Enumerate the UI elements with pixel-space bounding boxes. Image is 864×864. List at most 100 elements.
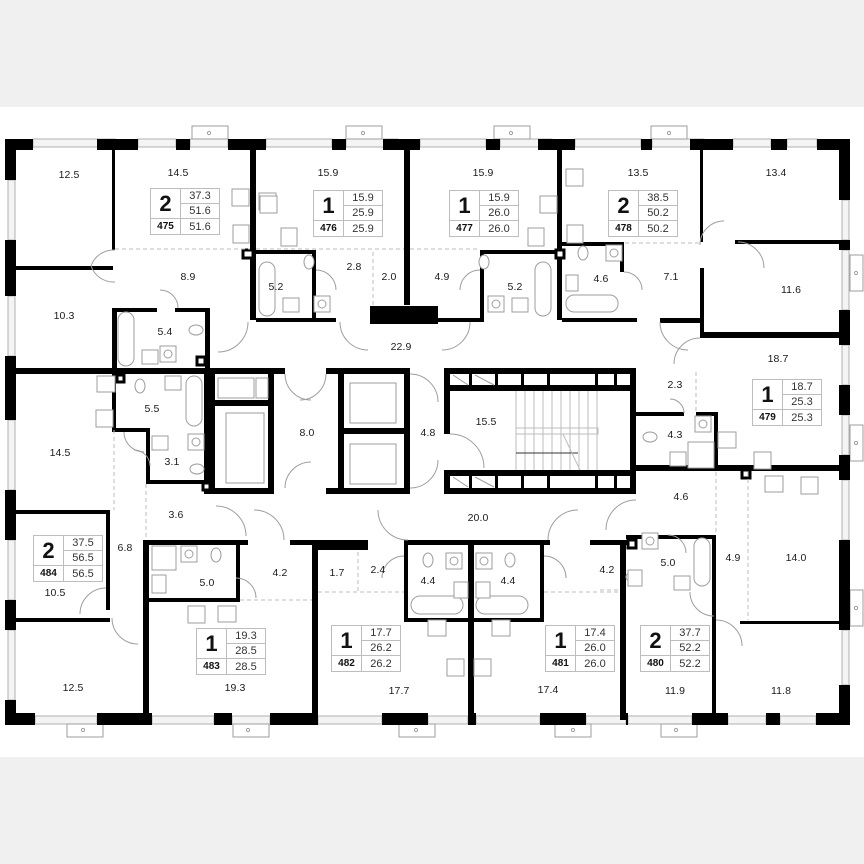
room-area-label: 4.4 [420, 575, 436, 587]
apartment-badge-482[interactable]: 1 17.7 26.2 482 26.2 [331, 625, 401, 672]
apartment-badge-477[interactable]: 1 15.9 26.0 477 26.0 [449, 190, 519, 237]
room-area-label: 2.8 [346, 261, 362, 273]
room-area-label: 13.4 [765, 167, 787, 179]
apartment-badge-484[interactable]: 2 37.5 56.5 484 56.5 [33, 535, 103, 582]
apartment-badge-476[interactable]: 1 15.9 25.9 476 25.9 [313, 190, 383, 237]
room-area-label: 15.9 [317, 167, 339, 179]
room-area-label: 11.9 [664, 685, 686, 697]
price-area: 28.5 [235, 660, 257, 673]
room-area-label: 3.1 [164, 456, 180, 468]
price-area: 56.5 [72, 567, 94, 580]
door-swings [79, 220, 765, 647]
room-area-label: 11.6 [780, 284, 802, 296]
total-area: 28.5 [227, 644, 265, 659]
room-area-label: 4.6 [673, 491, 689, 503]
room-area-label: 1.7 [329, 567, 345, 579]
room-area-label: 4.2 [272, 567, 288, 579]
room-count: 2 [151, 189, 181, 219]
living-area: 37.5 [64, 536, 102, 551]
apartment-badge-481[interactable]: 1 17.4 26.0 481 26.0 [545, 625, 615, 672]
room-area-label: 10.5 [44, 587, 66, 599]
room-area-label: 4.9 [434, 271, 450, 283]
apartment-number: 477 [450, 221, 480, 236]
price-area: 26.0 [584, 657, 606, 670]
apartment-badge-475[interactable]: 2 37.3 51.6 475 51.6 [150, 188, 220, 235]
room-area-label: 5.2 [507, 281, 523, 293]
apartment-badge-479[interactable]: 1 18.7 25.3 479 25.3 [752, 379, 822, 426]
room-area-label: 4.9 [725, 552, 741, 564]
room-count: 1 [332, 626, 362, 656]
apartment-number: 478 [609, 221, 639, 236]
total-area: 50.2 [639, 206, 677, 221]
room-count: 1 [197, 629, 227, 659]
room-count: 1 [450, 191, 480, 221]
room-count: 2 [609, 191, 639, 221]
total-area: 51.6 [181, 204, 219, 219]
apartment-number: 483 [197, 659, 227, 674]
apartment-badge-483[interactable]: 1 19.3 28.5 483 28.5 [196, 628, 266, 675]
room-area-label: 20.0 [467, 512, 489, 524]
room-area-label: 4.2 [599, 564, 615, 576]
room-area-label: 14.0 [785, 552, 807, 564]
apartment-number: 476 [314, 221, 344, 236]
room-count: 1 [753, 380, 783, 410]
living-area: 19.3 [227, 629, 265, 644]
room-area-label: 3.6 [168, 509, 184, 521]
room-area-label: 8.9 [180, 271, 196, 283]
exterior-walls [5, 139, 850, 725]
total-area: 26.2 [362, 641, 400, 656]
price-area: 26.0 [488, 222, 510, 235]
apartment-number: 479 [753, 410, 783, 425]
room-area-label: 14.5 [49, 447, 71, 459]
living-area: 37.3 [181, 189, 219, 204]
apartment-number: 482 [332, 656, 362, 671]
living-area: 15.9 [480, 191, 518, 206]
room-area-label: 5.0 [199, 577, 215, 589]
lifts [217, 377, 397, 485]
apartment-number: 480 [641, 656, 671, 671]
room-area-label: 13.5 [627, 167, 649, 179]
room-area-label: 5.0 [660, 557, 676, 569]
room-area-label: 6.8 [117, 542, 133, 554]
room-area-label: 12.5 [58, 169, 80, 181]
interior-walls [15, 150, 840, 720]
room-area-label: 10.3 [53, 310, 75, 322]
apartment-badge-480[interactable]: 2 37.7 52.2 480 52.2 [640, 625, 710, 672]
room-area-label: 17.7 [388, 685, 410, 697]
living-area: 17.7 [362, 626, 400, 641]
total-area: 25.3 [783, 395, 821, 410]
apartment-number: 484 [34, 566, 64, 581]
total-area: 56.5 [64, 551, 102, 566]
zone-dividers [113, 242, 749, 620]
room-area-label: 2.4 [370, 564, 386, 576]
columns [115, 248, 752, 550]
room-count: 1 [314, 191, 344, 221]
total-area: 52.2 [671, 641, 709, 656]
room-area-label: 5.4 [157, 326, 173, 338]
total-area: 25.9 [344, 206, 382, 221]
room-area-label: 4.8 [420, 427, 436, 439]
room-area-label: 15.9 [472, 167, 494, 179]
room-area-label: 4.4 [500, 575, 516, 587]
apartment-badge-478[interactable]: 2 38.5 50.2 478 50.2 [608, 190, 678, 237]
room-area-label: 4.6 [593, 273, 609, 285]
room-area-label: 2.0 [381, 271, 397, 283]
stoves [95, 168, 819, 677]
room-area-label: 5.5 [144, 403, 160, 415]
room-area-label: 12.5 [62, 682, 84, 694]
room-area-label: 5.2 [268, 281, 284, 293]
room-area-label: 7.1 [663, 271, 679, 283]
room-area-label: 22.9 [390, 341, 412, 353]
room-count: 1 [546, 626, 576, 656]
room-area-label: 19.3 [224, 682, 246, 694]
fixtures [96, 224, 784, 637]
room-area-label: 8.0 [299, 427, 315, 439]
living-area: 17.4 [576, 626, 614, 641]
price-area: 52.2 [679, 657, 701, 670]
living-area: 18.7 [783, 380, 821, 395]
room-area-label: 4.3 [667, 429, 683, 441]
total-area: 26.0 [480, 206, 518, 221]
living-area: 15.9 [344, 191, 382, 206]
price-area: 26.2 [370, 657, 392, 670]
